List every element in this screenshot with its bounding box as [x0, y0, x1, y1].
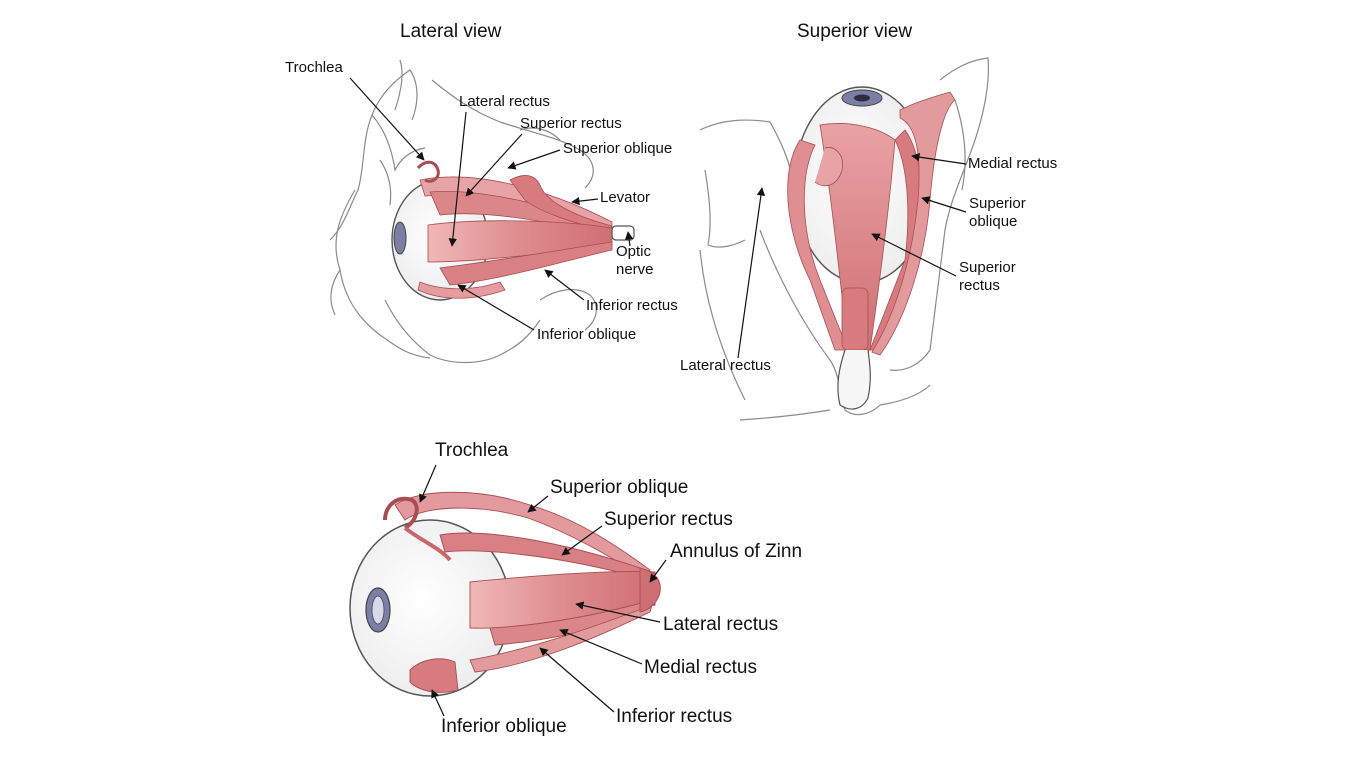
bottom-label-inferior-oblique: Inferior oblique: [441, 716, 567, 737]
bottom-pupil: [371, 595, 385, 625]
leader-superior-lateral-rectus: [737, 187, 766, 359]
superior-superior-rectus-muscle: [819, 123, 896, 351]
superior-label-superior-oblique-line2: oblique: [969, 213, 1018, 230]
lateral-label-superior-oblique: Superior oblique: [563, 140, 673, 157]
leader-lateral-superior-rectus: [465, 133, 523, 197]
lateral-inferior-rectus-muscle: [439, 241, 613, 286]
lateral-label-lateral-rectus: Lateral rectus: [459, 93, 550, 110]
bottom-annulus-of-zinn: [639, 567, 661, 613]
bottom-label-inferior-rectus: Inferior rectus: [616, 706, 733, 727]
lateral-label-trochlea: Trochlea: [285, 59, 343, 76]
leader-lines: [349, 77, 967, 717]
superior-levator-tendon: [814, 147, 843, 187]
superior-label-superior-rectus-line2: rectus: [959, 277, 1000, 294]
leader-lateral-inferior-rectus: [544, 269, 585, 301]
leader-lateral-optic-nerve: [624, 231, 634, 247]
bottom-label-superior-rectus: Superior rectus: [604, 509, 733, 530]
superior-medial-rectus-muscle: [869, 129, 924, 351]
superior-optic-canal: [837, 349, 871, 410]
lateral-orbit-bone-outline: [329, 59, 597, 364]
bottom-label-superior-oblique: Superior oblique: [550, 477, 689, 498]
lateral-optic-nerve: [611, 225, 635, 241]
lateral-label-optic-nerve-line2: nerve: [616, 261, 654, 278]
leader-lateral-trochlea: [349, 77, 425, 161]
leader-superior-superior-oblique: [921, 196, 967, 213]
leader-superior-medial-rectus: [911, 152, 967, 165]
leader-lateral-levator: [571, 196, 599, 206]
leader-bottom-inferior-oblique: [431, 689, 445, 717]
lateral-iris: [393, 221, 407, 255]
leader-bottom-superior-oblique: [527, 495, 549, 513]
bottom-label-medial-rectus: Medial rectus: [644, 657, 757, 678]
superior-label-superior-rectus-line1: Superior: [959, 259, 1016, 276]
superior-label-medial-rectus: Medial rectus: [968, 155, 1058, 172]
leader-bottom-superior-rectus: [561, 525, 603, 556]
superior-pupil: [854, 94, 870, 102]
leader-lateral-superior-oblique: [507, 149, 561, 170]
superior-orbit-bone-outline: [699, 57, 989, 421]
superior-superior-oblique-muscle: [871, 91, 956, 356]
bottom-trochlea-loop: [383, 496, 419, 530]
bottom-label-lateral-rectus: Lateral rectus: [663, 614, 779, 635]
leader-superior-superior-rectus: [871, 233, 957, 277]
lateral-label-optic-nerve-line1: Optic: [616, 243, 652, 260]
leader-bottom-medial-rectus: [559, 629, 643, 665]
bottom-inferior-oblique-muscle: [409, 658, 459, 693]
lateral-trochlea-loop: [416, 160, 440, 183]
superior-lateral-rectus-muscle: [787, 139, 849, 351]
lateral-view-drawing: [329, 59, 635, 364]
superior-label-lateral-rectus: Lateral rectus: [680, 357, 771, 374]
bottom-superior-oblique-tendon: [403, 526, 452, 562]
superior-view-title: Superior view: [797, 21, 913, 42]
bottom-label-annulus-of-zinn: Annulus of Zinn: [670, 541, 803, 562]
lateral-view-title: Lateral view: [400, 21, 502, 42]
leader-bottom-inferior-rectus: [539, 647, 615, 713]
lateral-label-levator: Levator: [600, 189, 651, 206]
superior-label-superior-oblique-line1: Superior: [969, 195, 1026, 212]
leader-lateral-inferior-oblique: [457, 284, 535, 331]
leader-bottom-annulus-of-zinn: [649, 559, 667, 583]
leader-lateral-lateral-rectus: [448, 111, 467, 247]
bottom-inferior-rectus-muscle: [469, 604, 653, 673]
lateral-superior-oblique-muscle: [509, 175, 613, 233]
leader-bottom-trochlea: [419, 464, 437, 503]
superior-annulus: [841, 287, 869, 351]
lateral-label-superior-rectus: Superior rectus: [520, 115, 622, 132]
superior-view-drawing: [699, 57, 989, 421]
lateral-label-inferior-oblique: Inferior oblique: [537, 326, 637, 343]
bottom-label-trochlea: Trochlea: [435, 440, 509, 461]
lateral-label-inferior-rectus: Inferior rectus: [586, 297, 678, 314]
leader-bottom-lateral-rectus: [575, 601, 661, 623]
